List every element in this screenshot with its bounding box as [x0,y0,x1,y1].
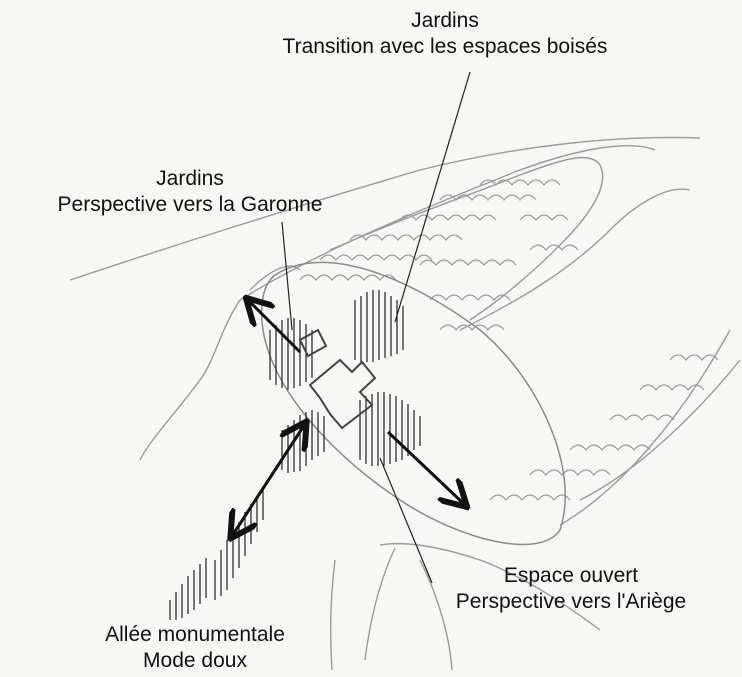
label-open-space-ariege-view: Espace ouvert Perspective vers l'Ariège [400,563,742,615]
building-footprint [300,330,375,428]
arrow-allee [232,424,305,536]
perspective-arrows [232,300,465,536]
label-left-line1: Jardins [0,166,380,192]
label-left-line2: Perspective vers la Garonne [0,192,380,218]
label-garden-garonne-view: Jardins Perspective vers la Garonne [0,166,380,218]
site-outline [262,263,566,545]
label-right-line1: Espace ouvert [400,563,742,589]
label-garden-woodland-transition: Jardins Transition avec les espaces bois… [215,8,675,60]
label-bottom-line1: Allée monumentale [30,622,360,648]
label-top-line2: Transition avec les espaces boisés [215,34,675,60]
label-bottom-line2: Mode doux [30,648,360,674]
label-right-line2: Perspective vers l'Ariège [400,589,742,615]
label-monumental-alley: Allée monumentale Mode doux [30,622,360,674]
arrow-ariege [388,432,465,505]
hatch-zones [170,290,420,620]
wooded-area-lower [490,355,718,500]
label-top-line1: Jardins [215,8,675,34]
